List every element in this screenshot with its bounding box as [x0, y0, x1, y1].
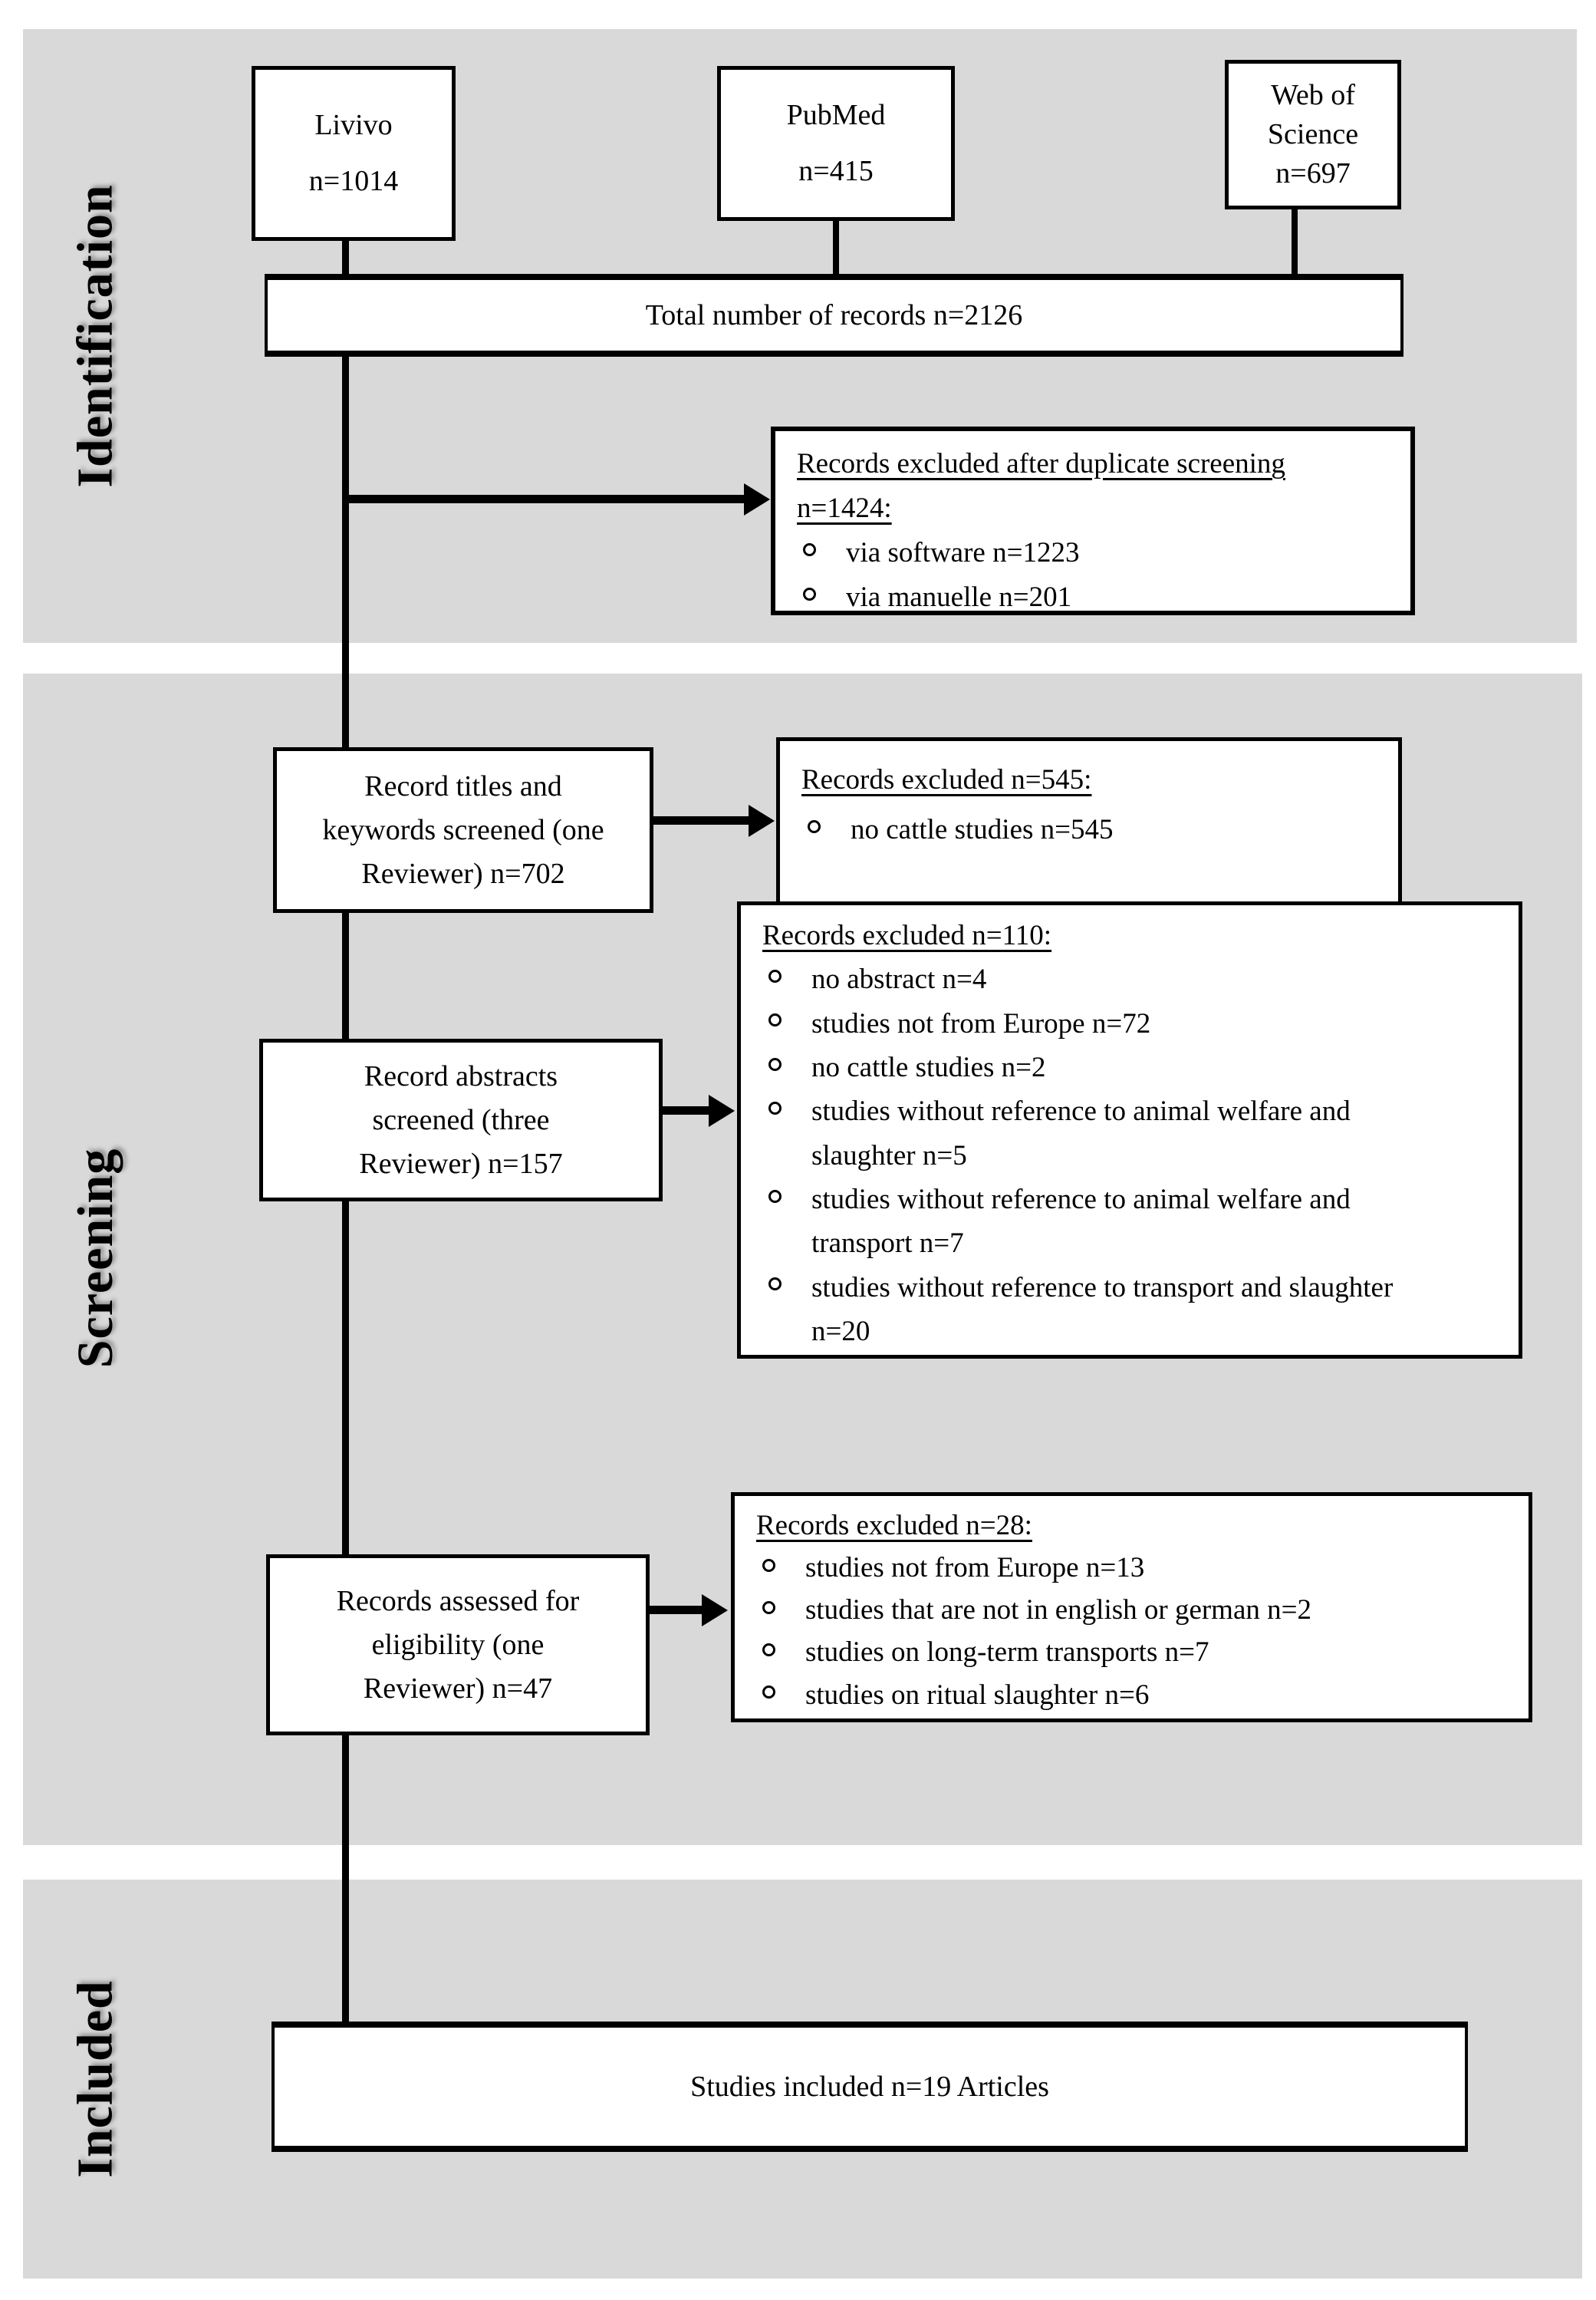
exclusion-reason: no cattle studies n=2: [762, 1046, 1427, 1089]
box-text-line: Records assessed for: [336, 1584, 580, 1617]
exclusion-reason: studies on long-term transports n=7: [756, 1631, 1482, 1673]
exclusion-reason-list: via software n=1223 via manuelle n=201: [797, 531, 1357, 611]
exclusion-reason: via software n=1223: [797, 531, 1357, 575]
arrow-to-excluded-28: [647, 1606, 702, 1614]
source-box-webofscience: Web of Science n=697: [1225, 60, 1401, 209]
exclusion-reason: no cattle studies n=545: [801, 808, 1352, 852]
source-box-livivo: Livivo n=1014: [252, 66, 456, 241]
exclusion-reason: no abstract n=4: [762, 957, 1427, 1001]
connector-pubmed-to-total: [833, 221, 839, 278]
box-text-line: Record abstracts: [364, 1059, 558, 1092]
box-text-line: Reviewer) n=47: [363, 1672, 553, 1705]
arrow-to-excluded-545: [650, 816, 749, 825]
connector-webofscience-to-total: [1292, 206, 1298, 278]
source-count: n=697: [1275, 157, 1351, 190]
source-name: Livivo: [314, 108, 393, 141]
total-records-box: Total number of records n=2126: [265, 274, 1403, 357]
studies-included-label: Studies included n=19 Articles: [690, 2071, 1049, 2103]
exclusion-reason-list: studies not from Europe n=13 studies tha…: [756, 1547, 1482, 1716]
exclusion-box-title: Records excluded after duplicate screeni…: [797, 448, 1285, 525]
exclusion-reason: studies without reference to transport a…: [762, 1266, 1427, 1354]
exclusion-box-title: Records excluded n=28:: [756, 1510, 1032, 1541]
exclusion-reason-list: no cattle studies n=545: [801, 808, 1352, 852]
source-box-pubmed: PubMed n=415: [717, 66, 955, 221]
exclusion-reason: studies not from Europe n=72: [762, 1002, 1427, 1046]
assessed-eligibility-box: Records assessed for eligibility (one Re…: [266, 1554, 650, 1735]
exclusion-reason: studies on ritual slaughter n=6: [756, 1674, 1482, 1716]
box-text-line: Record titles and: [364, 769, 562, 802]
box-text-line: eligibility (one: [371, 1628, 545, 1661]
box-text-line: Reviewer) n=157: [359, 1147, 563, 1180]
source-count: n=415: [798, 155, 874, 187]
arrow-to-excluded-110: [660, 1106, 709, 1115]
exclusion-reason: studies that are not in english or germa…: [756, 1589, 1482, 1631]
exclusion-reason: via manuelle n=201: [797, 575, 1357, 611]
titles-screened-box: Record titles and keywords screened (one…: [273, 747, 653, 913]
exclusion-reason: studies without reference to animal welf…: [762, 1178, 1427, 1266]
excluded-duplicates-box: Records excluded after duplicate screeni…: [771, 427, 1415, 615]
source-name: Web of Science: [1267, 78, 1359, 150]
exclusion-reason: studies not from Europe n=13: [756, 1547, 1482, 1589]
excluded-545-box: Records excluded n=545: no cattle studie…: [776, 737, 1402, 915]
excluded-28-box: Records excluded n=28: studies not from …: [731, 1492, 1532, 1722]
box-text-line: Reviewer) n=702: [361, 857, 565, 890]
source-count: n=1014: [308, 165, 399, 197]
abstracts-screened-box: Record abstracts screened (three Reviewe…: [259, 1039, 663, 1201]
arrow-to-duplicate-exclusions: [345, 495, 744, 503]
total-records-label: Total number of records n=2126: [645, 299, 1023, 331]
exclusion-box-title: Records excluded n=110:: [762, 920, 1052, 951]
exclusion-reason: studies without reference to animal welf…: [762, 1089, 1427, 1178]
excluded-110-box: Records excluded n=110: no abstract n=4 …: [737, 901, 1522, 1359]
box-text-line: keywords screened (one: [322, 813, 604, 846]
source-name: PubMed: [786, 98, 886, 131]
connector-livivo-to-total: [342, 239, 349, 278]
box-text-line: screened (three: [372, 1103, 550, 1136]
exclusion-box-title: Records excluded n=545:: [801, 764, 1092, 796]
studies-included-box: Studies included n=19 Articles: [271, 2022, 1468, 2152]
exclusion-reason-list: no abstract n=4 studies not from Europe …: [762, 957, 1427, 1353]
